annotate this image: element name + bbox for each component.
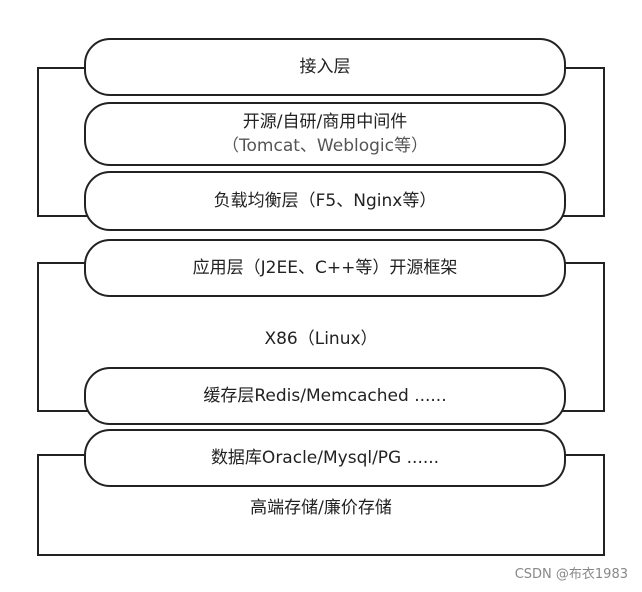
- access-layer-box: 接入层: [84, 38, 566, 96]
- application-layer-box: 应用层（J2EE、C++等）开源框架: [84, 239, 566, 297]
- loadbalance-layer-label: 负载均衡层（F5、Nginx等）: [213, 191, 437, 211]
- access-layer-label: 接入层: [299, 57, 351, 77]
- database-layer-box: 数据库Oracle/Mysql/PG ......: [84, 429, 566, 487]
- cache-layer-box: 缓存层Redis/Memcached ......: [84, 367, 566, 425]
- database-layer-label: 数据库Oracle/Mysql/PG ......: [210, 448, 440, 468]
- loadbalance-layer-box: 负载均衡层（F5、Nginx等）: [84, 171, 566, 231]
- middleware-layer-box: 开源/自研/商用中间件 （Tomcat、Weblogic等）: [84, 102, 566, 166]
- middleware-layer-examples: （Tomcat、Weblogic等）: [222, 136, 428, 156]
- application-layer-label: 应用层（J2EE、C++等）开源框架: [192, 258, 458, 278]
- cache-layer-label: 缓存层Redis/Memcached ......: [203, 386, 447, 406]
- platform-label: X86（Linux）: [264, 329, 378, 349]
- watermark: CSDN @布衣1983: [514, 567, 628, 582]
- middleware-layer-label: 开源/自研/商用中间件: [242, 112, 408, 132]
- storage-label: 高端存储/廉价存储: [250, 498, 392, 518]
